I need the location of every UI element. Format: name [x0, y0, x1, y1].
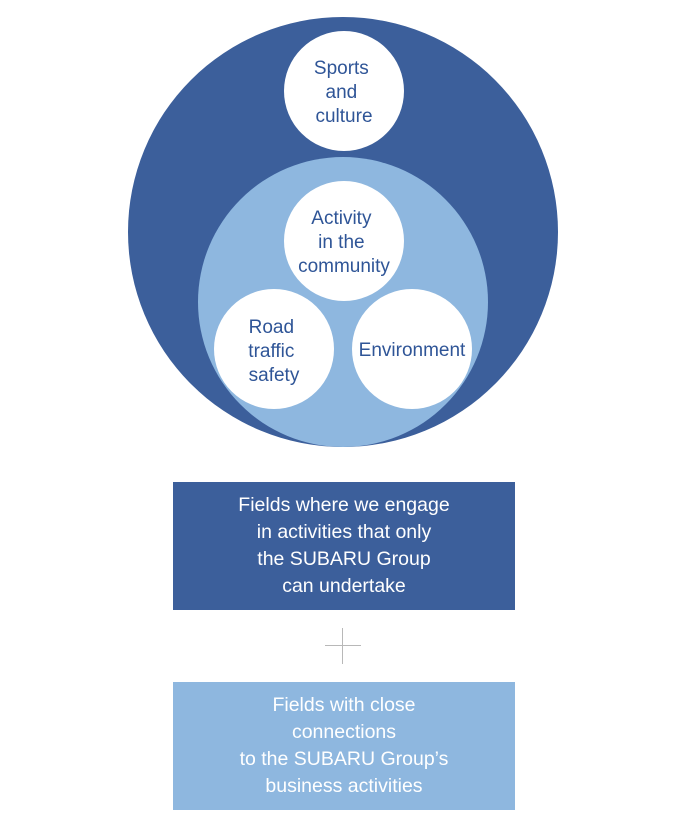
community-node [284, 181, 404, 301]
community-line-2: in the [318, 232, 364, 253]
environment-line-1: Environment [359, 340, 466, 361]
group-activities-box: Fields where we engage in activities tha… [173, 482, 515, 610]
community-line-1: Activity [311, 208, 372, 229]
sports-culture-node [284, 31, 404, 151]
road-safety-label: Road traffic safety [248, 317, 300, 386]
road-safety-line-2: traffic [248, 341, 294, 362]
community-line-3: community [298, 256, 390, 277]
environment-label: Environment [359, 340, 466, 361]
community-label: Activity in the community [298, 208, 390, 277]
sports-culture-line-1: Sports [314, 58, 369, 79]
road-safety-line-1: Road [249, 317, 294, 338]
plus-icon-vertical [342, 628, 343, 664]
plus-icon-horizontal [325, 645, 361, 646]
sports-culture-line-3: culture [315, 106, 372, 127]
environment-node [352, 289, 472, 409]
road-safety-line-3: safety [249, 365, 300, 386]
business-connections-box: Fields with close connections to the SUB… [173, 682, 515, 810]
sports-culture-label: Sports and culture [314, 58, 374, 127]
road-safety-node [214, 289, 334, 409]
sports-culture-line-2: and [326, 82, 358, 103]
plus-icon [325, 628, 361, 664]
